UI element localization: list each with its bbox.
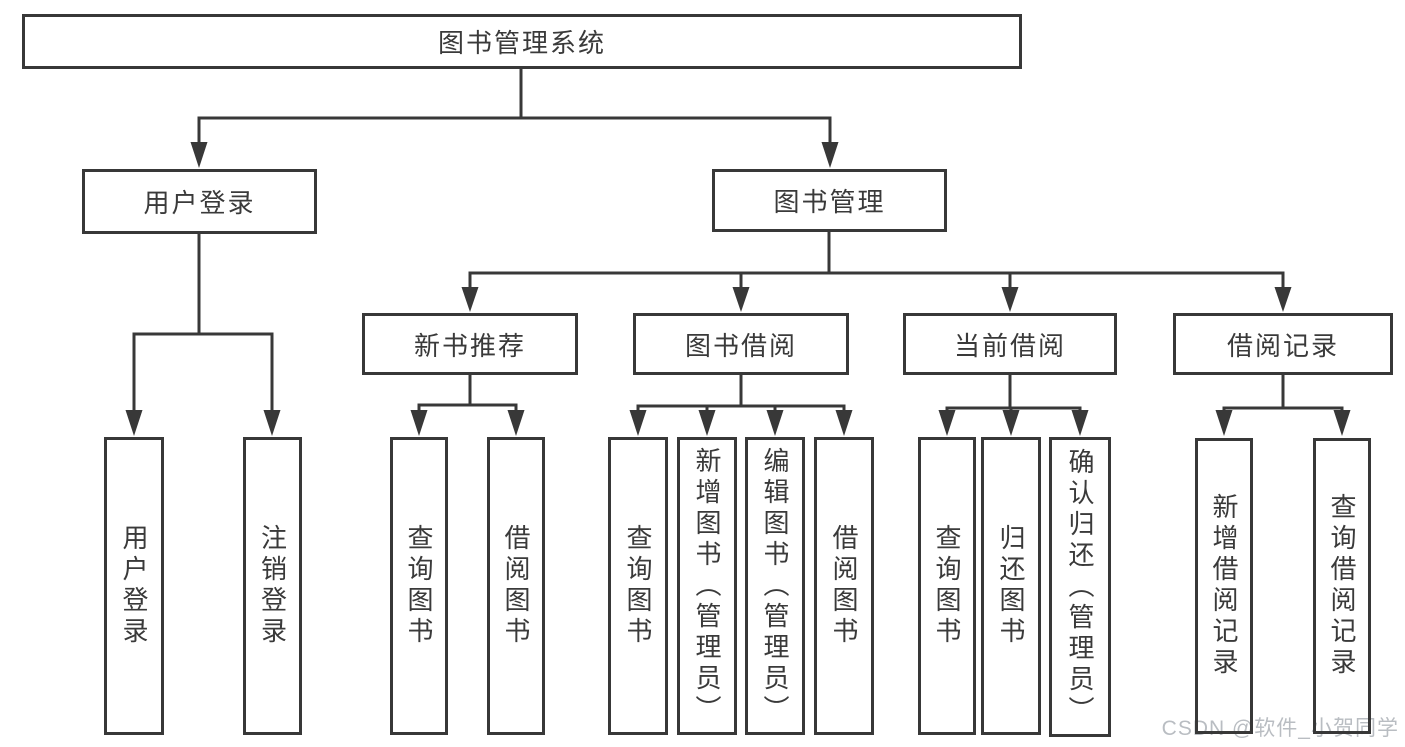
node-book-borrow: 图书借阅 bbox=[633, 313, 849, 375]
node-borrow-records-label: 借阅记录 bbox=[1226, 330, 1339, 361]
node-root-label: 图书管理系统 bbox=[437, 28, 606, 58]
leaf-current-query-books-label: 查询图书 bbox=[932, 524, 962, 648]
leaf-add-books-admin-label: 新增图书（管理员） bbox=[692, 446, 722, 726]
leaf-logout-label: 注销登录 bbox=[257, 524, 288, 648]
leaf-logout: 注销登录 bbox=[243, 437, 302, 735]
leaf-recommend-query-books-label: 查询图书 bbox=[404, 524, 434, 648]
node-book-management: 图书管理 bbox=[712, 169, 947, 232]
leaf-borrow-query-books-label: 查询图书 bbox=[623, 524, 653, 648]
leaf-query-borrow-record: 查询借阅记录 bbox=[1313, 438, 1371, 734]
leaf-add-books-admin: 新增图书（管理员） bbox=[677, 437, 737, 735]
leaf-query-borrow-record-label: 查询借阅记录 bbox=[1327, 493, 1357, 679]
node-borrow-records: 借阅记录 bbox=[1173, 313, 1393, 375]
leaf-current-query-books: 查询图书 bbox=[918, 437, 976, 735]
leaf-add-borrow-record: 新增借阅记录 bbox=[1195, 438, 1253, 734]
leaf-return-books-label: 归还图书 bbox=[996, 524, 1026, 648]
leaf-recommend-query-books: 查询图书 bbox=[390, 437, 448, 735]
leaf-borrow-books-label: 借阅图书 bbox=[829, 524, 859, 648]
leaf-user-login: 用户登录 bbox=[104, 437, 164, 735]
leaf-add-borrow-record-label: 新增借阅记录 bbox=[1209, 493, 1239, 679]
node-user-login-label: 用户登录 bbox=[143, 188, 256, 218]
node-current-borrow: 当前借阅 bbox=[903, 313, 1117, 375]
leaf-borrow-books: 借阅图书 bbox=[814, 437, 874, 735]
leaf-confirm-return-admin-label: 确认归还（管理员） bbox=[1065, 447, 1095, 727]
node-current-borrow-label: 当前借阅 bbox=[953, 330, 1066, 361]
node-root: 图书管理系统 bbox=[22, 14, 1022, 69]
leaf-confirm-return-admin: 确认归还（管理员） bbox=[1049, 437, 1111, 737]
node-new-book-recommend: 新书推荐 bbox=[362, 313, 578, 375]
leaf-edit-books-admin-label: 编辑图书（管理员） bbox=[760, 446, 790, 726]
node-book-borrow-label: 图书借阅 bbox=[684, 330, 797, 361]
leaf-recommend-borrow-books: 借阅图书 bbox=[487, 437, 545, 735]
leaf-edit-books-admin: 编辑图书（管理员） bbox=[745, 437, 805, 735]
leaf-return-books: 归还图书 bbox=[981, 437, 1041, 735]
node-book-management-label: 图书管理 bbox=[773, 187, 886, 217]
leaf-user-login-label: 用户登录 bbox=[119, 524, 149, 648]
leaf-recommend-borrow-books-label: 借阅图书 bbox=[501, 524, 531, 648]
csdn-watermark: CSDN @软件_小贺同学 bbox=[1161, 717, 1399, 740]
node-user-login: 用户登录 bbox=[82, 169, 317, 234]
node-new-book-recommend-label: 新书推荐 bbox=[413, 330, 526, 361]
leaf-borrow-query-books: 查询图书 bbox=[608, 437, 668, 735]
